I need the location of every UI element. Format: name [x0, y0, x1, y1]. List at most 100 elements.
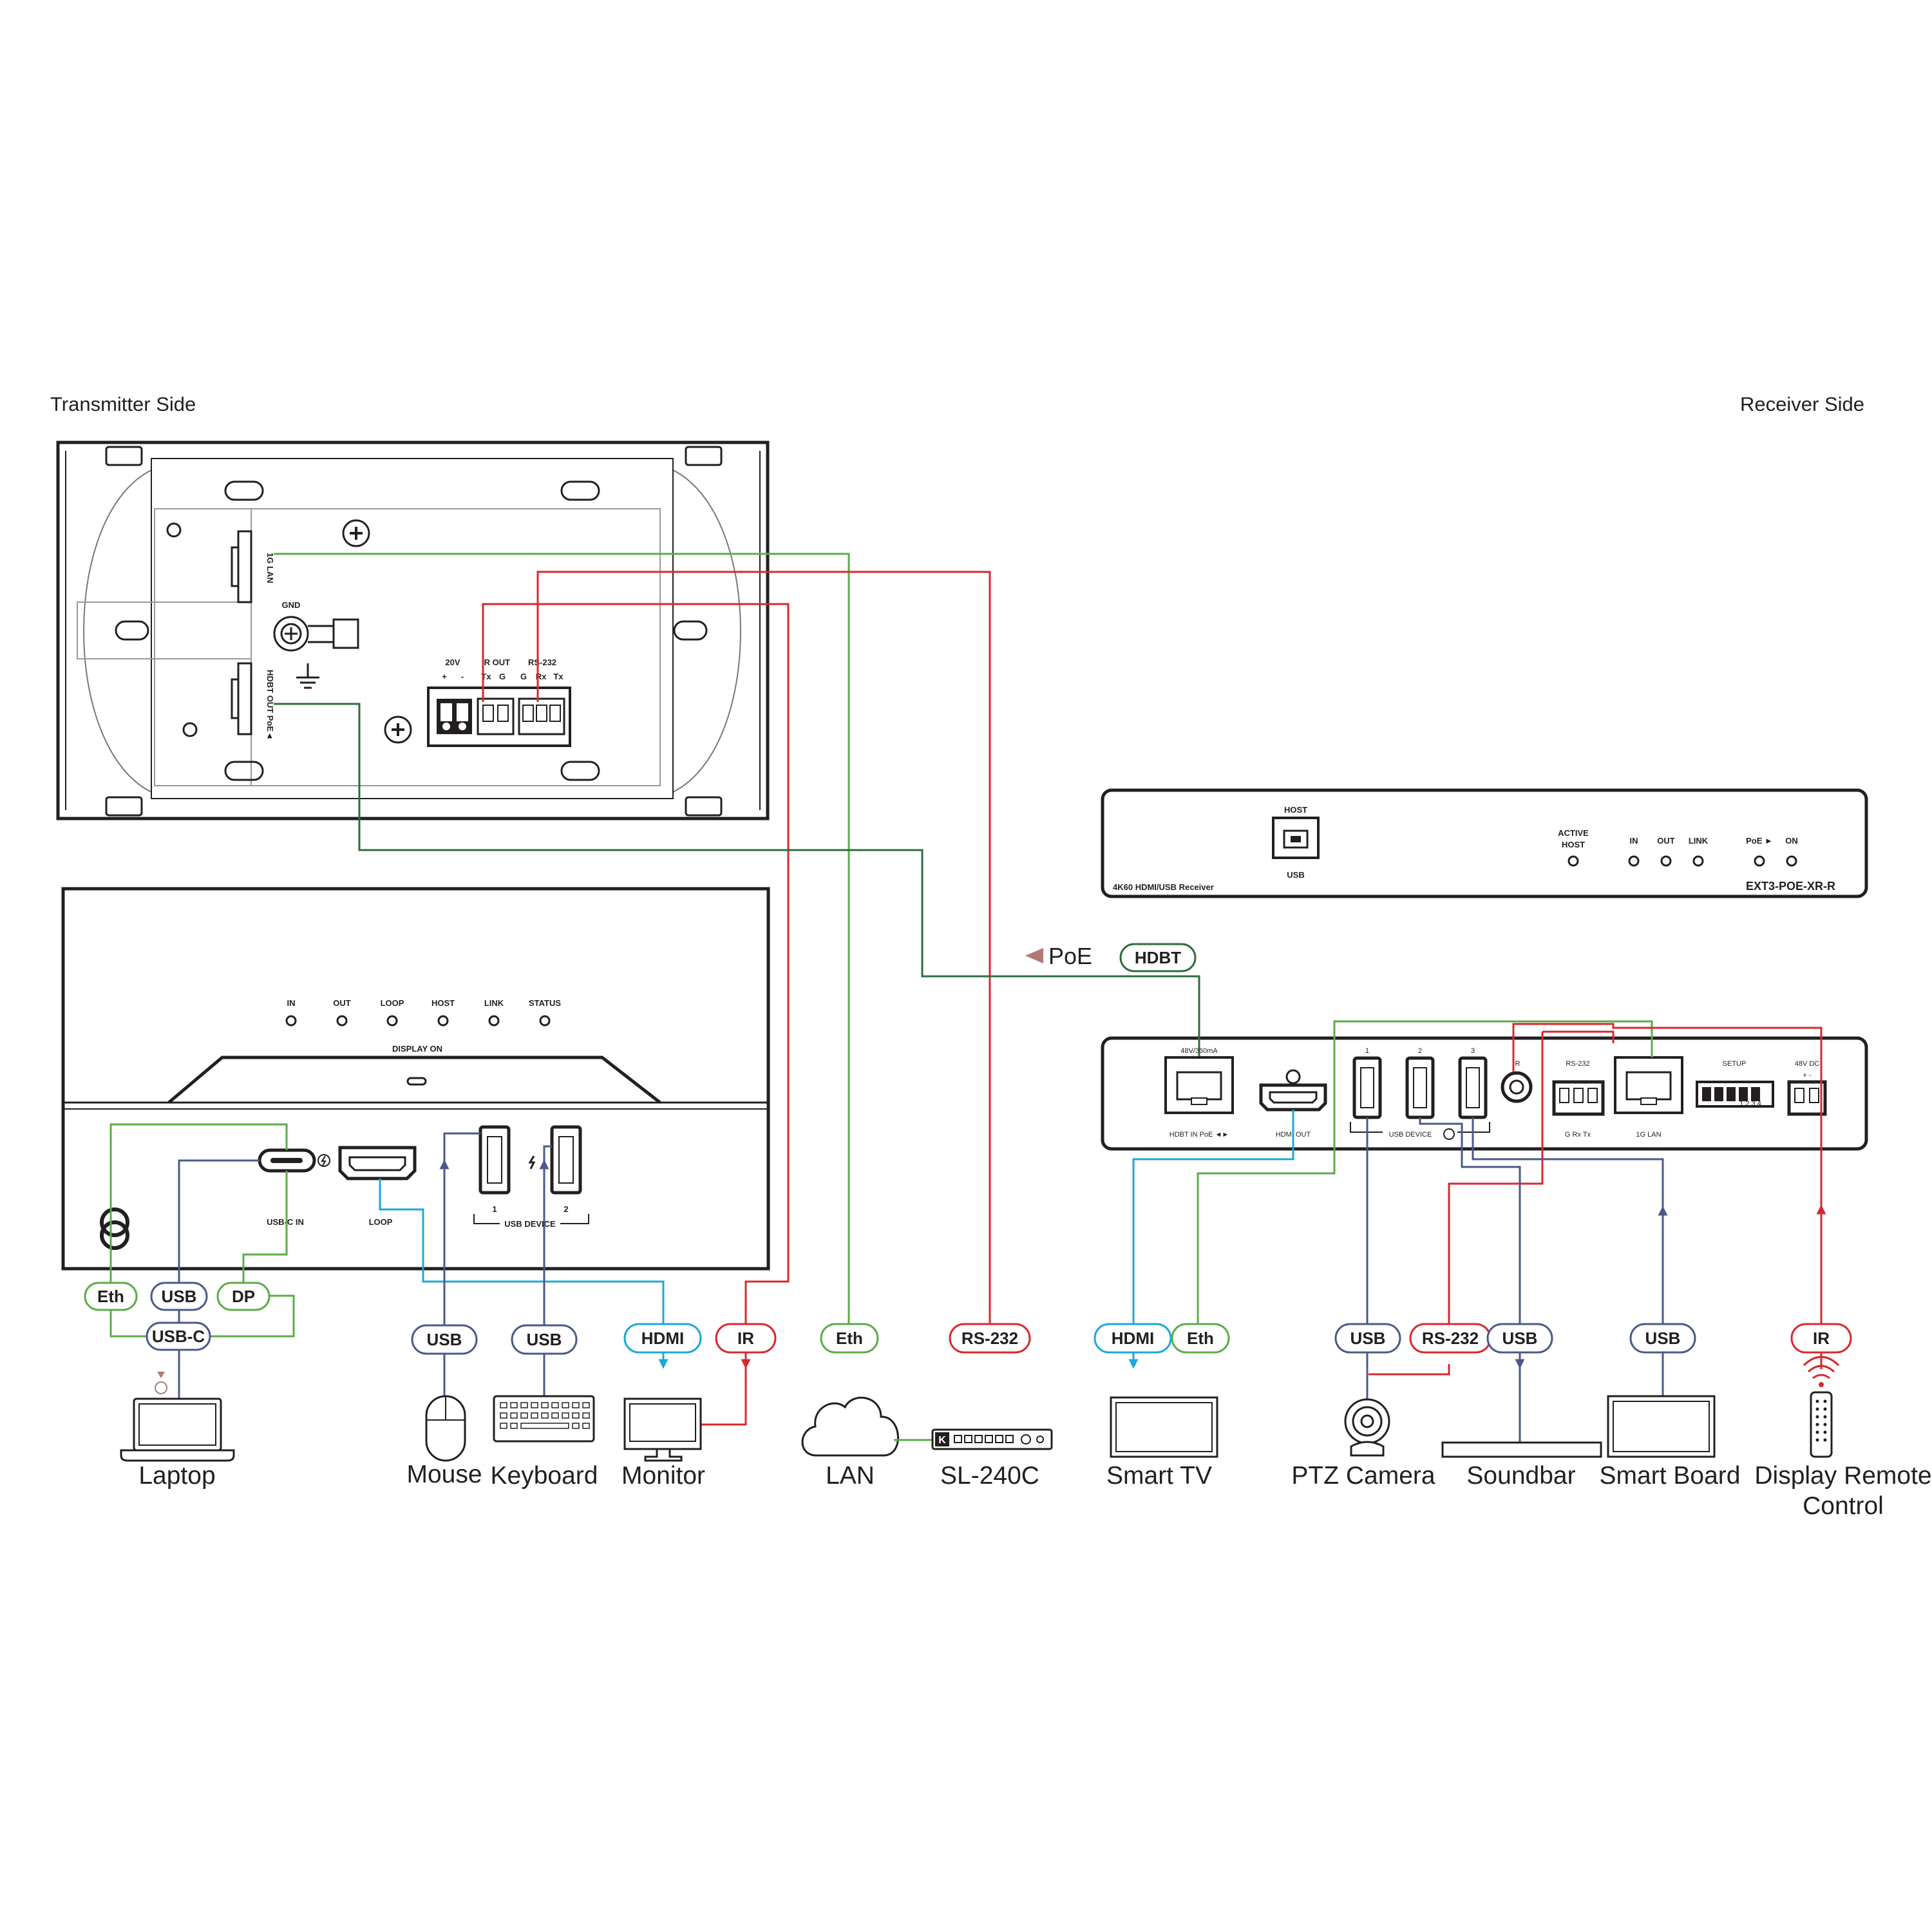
mounting-clip: [105, 446, 723, 817]
svg-text:Eth: Eth: [97, 1287, 124, 1306]
device-label-ptz-camera: PTZ Camera: [1291, 1462, 1435, 1490]
transmitter-front-unit: IN OUT LOOP HOST LINK STATUS DISPLAY ON …: [61, 887, 770, 1271]
tag-dp-laptop: DP: [216, 1282, 270, 1311]
device-label-mouse: Mouse: [406, 1461, 482, 1488]
transmitter-side-title: Transmitter Side: [50, 393, 196, 415]
svg-text:USB: USB: [1645, 1329, 1681, 1348]
pin-minus-label: -: [461, 672, 464, 681]
smart-tv-icon: [1110, 1396, 1218, 1458]
hdbt-out-port: [231, 662, 252, 735]
loop-label: LOOP: [369, 1217, 393, 1227]
led-poe-label: PoE ►: [1746, 836, 1773, 846]
dc-power-terminal: [1787, 1080, 1827, 1116]
dc-pins-label: + -: [1803, 1072, 1811, 1079]
setup-dip-switch[interactable]: [1696, 1081, 1774, 1108]
poe-indicator: PoE: [1025, 943, 1092, 969]
cable-ir-monitor: [482, 603, 790, 1340]
hdbt-tag: HDBT: [1119, 943, 1197, 972]
svg-text:HDMI: HDMI: [1112, 1329, 1154, 1348]
cable-ir-remote: [1512, 1023, 1823, 1209]
device-label-smart-board: Smart Board: [1600, 1462, 1741, 1490]
device-label-remote-line1: Display Remote: [1754, 1462, 1931, 1490]
setup-numbers: 1 2 3 4: [1739, 1100, 1761, 1108]
laptop-icon: [120, 1372, 235, 1462]
thunderbolt-icon: [317, 1154, 330, 1167]
svg-text:USB-C: USB-C: [152, 1327, 205, 1346]
usb-device-ports: [1352, 1056, 1488, 1119]
ground-symbol-icon: [296, 663, 319, 689]
tag-usb-soundbar: USB: [1486, 1323, 1553, 1354]
led-on-label: ON: [1785, 836, 1798, 846]
active-host-label-1: ACTIVE: [1558, 828, 1589, 838]
cable-rs232-camera: [1448, 1030, 1615, 1340]
gnd-label: GND: [282, 600, 301, 610]
svg-text:RS-232: RS-232: [1422, 1329, 1479, 1348]
usb-port-1-number: 1: [492, 1204, 497, 1214]
ir-out-label: IR OUT: [482, 658, 510, 667]
keyboard-icon: [493, 1395, 595, 1443]
cable-tags: Eth USB DP USB-C USB USB HDMI IR: [84, 1282, 1852, 1355]
tag-usb-smartboard: USB: [1629, 1323, 1696, 1354]
model-description: 4K60 HDMI/USB Receiver: [1113, 882, 1214, 892]
svg-text:IR: IR: [737, 1329, 754, 1348]
rs232-label: RS-232: [1566, 1060, 1589, 1068]
usb-power-icon: [1443, 1128, 1455, 1140]
remote-control-icon: [1803, 1356, 1840, 1458]
ir-label: IR: [1513, 1060, 1520, 1068]
cable-hdbt-link: [274, 703, 1200, 1056]
usb-b-host-port: [1272, 817, 1320, 859]
led-label-in: IN: [287, 998, 296, 1008]
pin-g-label: G: [499, 672, 506, 681]
device-label-soundbar: Soundbar: [1466, 1462, 1575, 1490]
svg-text:USB: USB: [527, 1330, 562, 1349]
poe-label: PoE: [1048, 943, 1092, 969]
tag-eth-smarttv: Eth: [1171, 1323, 1230, 1354]
cloud-icon: [801, 1396, 899, 1457]
device-label-smart-tv: Smart TV: [1106, 1462, 1212, 1490]
lan-port-label: 1G LAN: [265, 553, 275, 583]
receiver-rear-unit: 48V/360mA HDBT IN PoE ◄► HDMI OUT 1 2 3 …: [1101, 1036, 1868, 1151]
dc-label: 48V DC: [1795, 1060, 1820, 1068]
usb-device-label: USB DEVICE: [1389, 1131, 1432, 1139]
ptz-camera-icon: [1344, 1398, 1390, 1457]
mouse-icon: [425, 1395, 466, 1462]
receiver-leds: [1567, 855, 1797, 867]
hdbt-out-label: HDBT OUT PoE◄: [265, 670, 275, 740]
device-label-sl240c: SL-240C: [940, 1462, 1039, 1490]
svg-text:USB: USB: [1502, 1329, 1538, 1348]
tag-usb-camera: USB: [1334, 1323, 1401, 1354]
usbc-in-label: USB-C IN: [267, 1217, 304, 1227]
cable-hdmi-monitor: [379, 1179, 665, 1349]
soundbar-icon: [1441, 1441, 1602, 1458]
ground-screw-icon: [273, 616, 359, 652]
svg-text:RS-232: RS-232: [961, 1329, 1018, 1348]
cable-eth-lan: [274, 553, 850, 1340]
led-in-label: IN: [1630, 836, 1638, 846]
svg-text:USB: USB: [427, 1330, 462, 1349]
device-label-laptop: Laptop: [138, 1462, 215, 1490]
led-label-out: OUT: [333, 998, 351, 1008]
tag-usb-laptop: USB: [150, 1282, 208, 1311]
hdbt-in-port: [1164, 1056, 1234, 1114]
svg-text:DP: DP: [232, 1287, 255, 1306]
cable-usb-soundbar: [1419, 1117, 1521, 1349]
ir-jack: [1501, 1071, 1533, 1103]
usb-port-3-num: 3: [1471, 1047, 1475, 1055]
svg-text:Eth: Eth: [1187, 1329, 1214, 1348]
hdbt-tag-label: HDBT: [1135, 948, 1181, 967]
usb-device-label: USB DEVICE: [504, 1219, 556, 1229]
svg-text:USB: USB: [162, 1287, 197, 1306]
kensington-lock-icon: [100, 1208, 129, 1250]
rs232-terminal: [1552, 1080, 1605, 1116]
usb-port-2-num: 2: [1418, 1047, 1422, 1055]
cable-eth-laptop: [109, 1123, 288, 1338]
model-name: EXT3-POE-XR-R: [1746, 880, 1835, 893]
pin-tx2-label: Tx: [553, 672, 564, 681]
cable-usb-smartboard: [1472, 1117, 1664, 1211]
led-label-loop: LOOP: [381, 998, 404, 1008]
usb-a-port-2: [550, 1125, 582, 1195]
sl240c-controller-icon: K: [894, 1428, 1053, 1450]
setup-label: SETUP: [1723, 1060, 1747, 1068]
hdbt-in-label: HDBT IN PoE ◄►: [1170, 1131, 1229, 1139]
